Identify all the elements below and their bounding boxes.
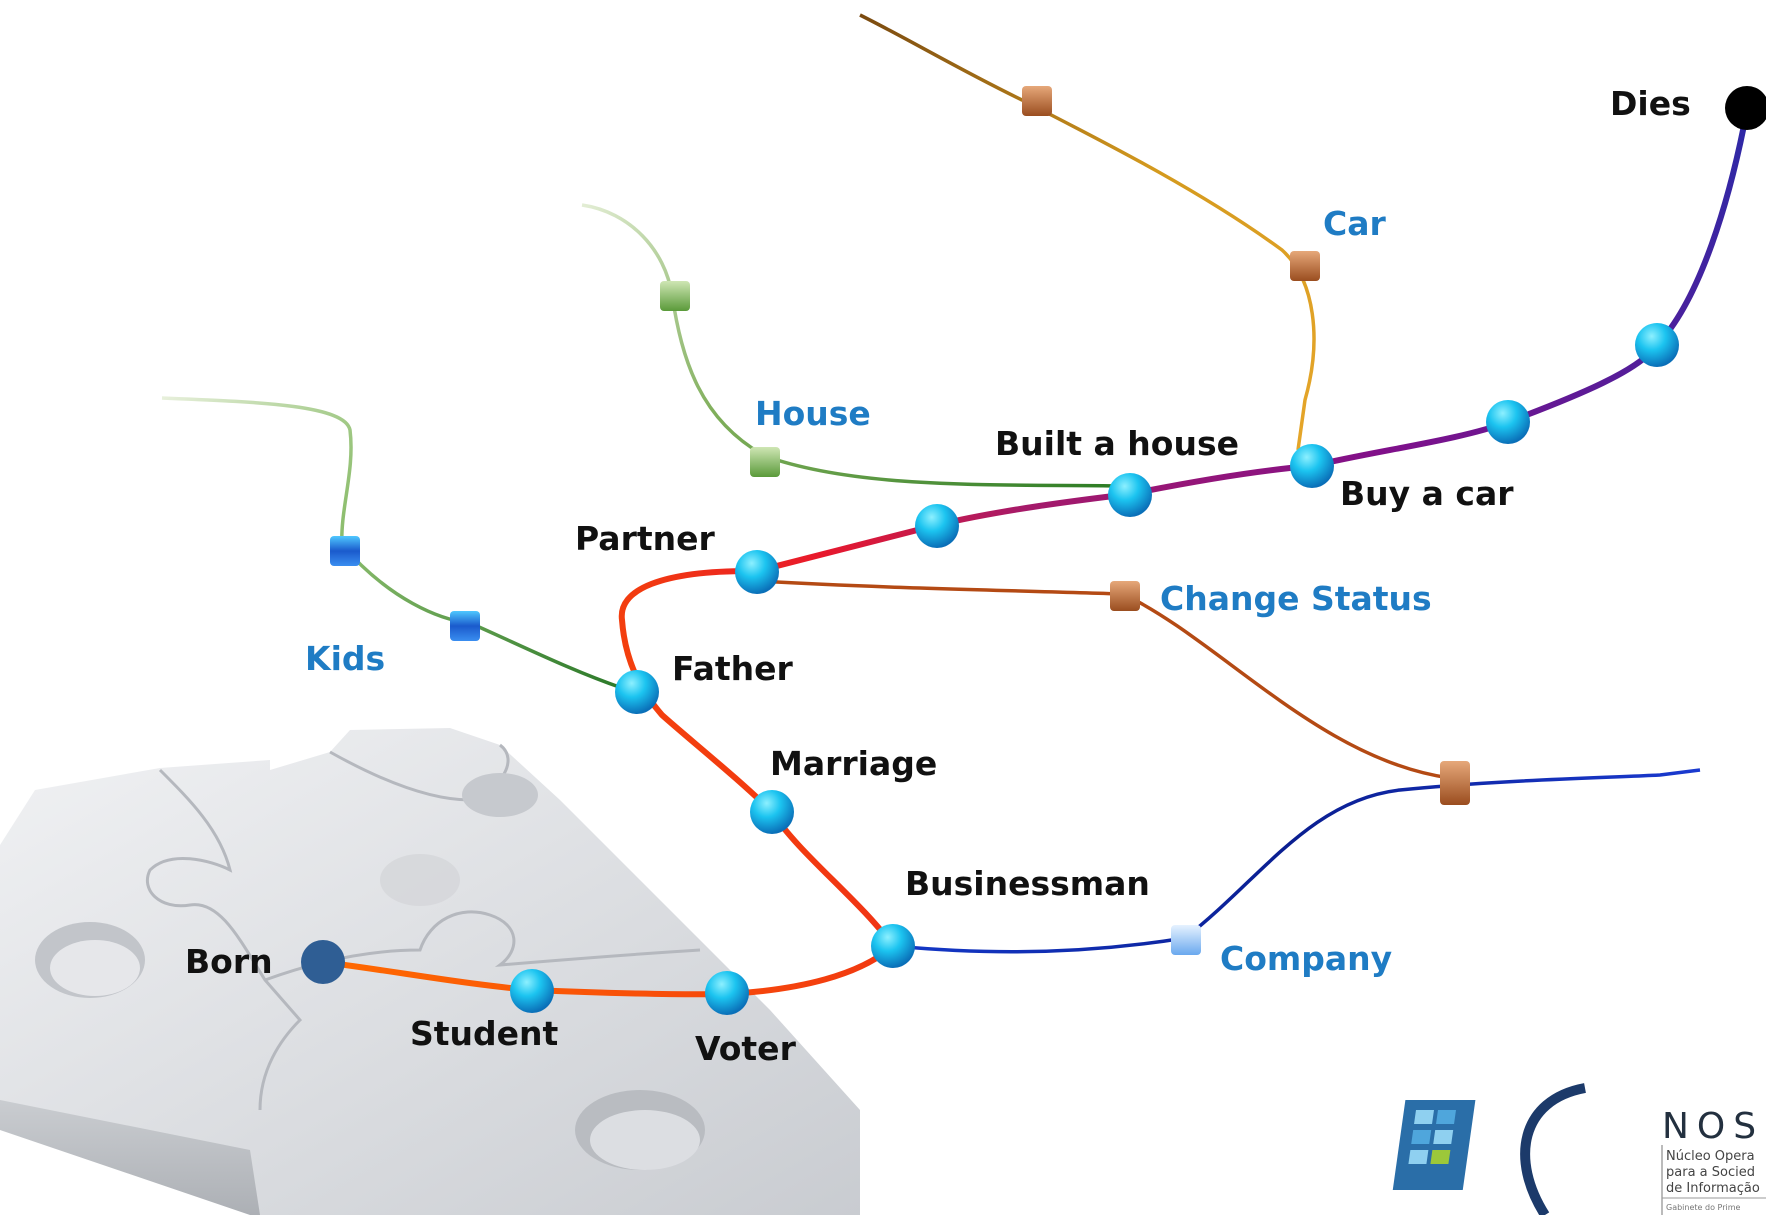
nos-logo-title: NOS: [1662, 1106, 1764, 1147]
change-status-label: Change Status: [1160, 579, 1432, 618]
student-label: Student: [410, 1014, 559, 1053]
businessman-node: [871, 924, 915, 968]
house-marker-2: [750, 447, 780, 477]
dies-node: [1725, 86, 1766, 130]
built-house-node: [1108, 473, 1152, 517]
puzzle-illustration: [0, 728, 860, 1215]
company-branch-line: [892, 768, 1701, 954]
car-label: Car: [1323, 204, 1386, 243]
buy-car-label: Buy a car: [1340, 474, 1514, 513]
buy-car-node: [1290, 444, 1334, 488]
nos-logo-line-1: Núcleo Opera: [1666, 1149, 1755, 1164]
house-label: House: [755, 394, 871, 433]
merge-marker: [1440, 761, 1470, 805]
change-status-marker: [1110, 581, 1140, 611]
marriage-node: [750, 790, 794, 834]
partner-label: Partner: [575, 519, 715, 558]
car-branch-line: [859, 13, 1316, 451]
nos-logo-line-2: para a Socied: [1666, 1165, 1755, 1180]
house-marker-1: [660, 281, 690, 311]
nos-logo: NOS Núcleo Opera para a Socied de Inform…: [1392, 1083, 1766, 1215]
partner-node: [735, 550, 779, 594]
born-node: [301, 940, 345, 984]
voter-node: [705, 971, 749, 1015]
father-label: Father: [672, 649, 794, 688]
nos-logo-line-4: Gabinete do Prime: [1666, 1203, 1741, 1212]
kids-marker-1: [330, 536, 360, 566]
car-marker-2: [1290, 251, 1320, 281]
father-node: [615, 670, 659, 714]
company-marker: [1171, 925, 1201, 955]
company-label: Company: [1220, 939, 1392, 978]
dies-label: Dies: [1610, 84, 1691, 123]
car-marker-1: [1022, 86, 1052, 116]
later-node-1: [1486, 400, 1530, 444]
voter-label: Voter: [695, 1029, 797, 1068]
businessman-label: Businessman: [905, 864, 1150, 903]
nos-logo-grid: [1392, 1100, 1476, 1190]
built-house-label: Built a house: [995, 424, 1239, 463]
later-node-2: [1635, 323, 1679, 367]
marriage-label: Marriage: [770, 744, 937, 783]
kids-branch-line: [161, 396, 623, 690]
nos-logo-line-3: de Informação: [1666, 1181, 1760, 1196]
house-branch-line: [581, 203, 1131, 488]
student-node: [510, 969, 554, 1013]
kids-label: Kids: [305, 639, 385, 678]
kids-marker-2: [450, 611, 480, 641]
midway-node: [915, 504, 959, 548]
born-label: Born: [185, 942, 273, 981]
